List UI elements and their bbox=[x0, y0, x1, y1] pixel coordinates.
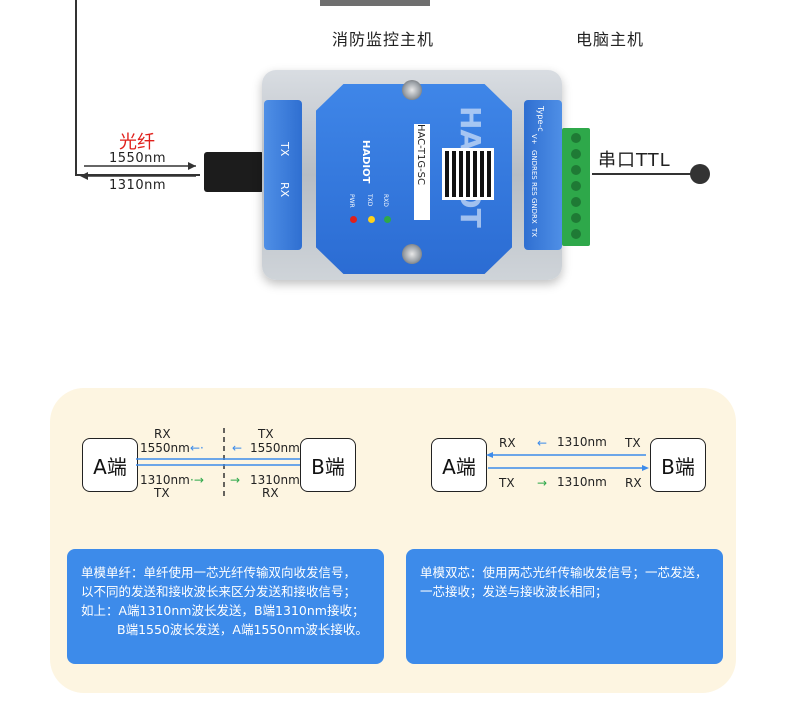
terminal-screws bbox=[571, 133, 581, 239]
pin-label: TX bbox=[530, 228, 538, 238]
single-top-right-wl: 1550nm bbox=[250, 441, 300, 455]
single-desc-line-2: 以不同的发送和接收波长来区分发送和接收信号； bbox=[81, 584, 357, 599]
dual-arrow-bottom: → bbox=[537, 476, 548, 490]
dual-bottom-rx: RX bbox=[625, 476, 642, 490]
left-rx-label: RX bbox=[278, 182, 291, 198]
dual-arrow-top: ← bbox=[537, 436, 548, 450]
single-b-end-box: B端 bbox=[300, 438, 356, 492]
single-fiber-description: 单模单纤：单纤使用一芯光纤传输双向收发信号， 以不同的发送和接收波长来区分发送和… bbox=[67, 549, 384, 664]
qr-code bbox=[442, 148, 494, 200]
single-bottom-right-rx: RX bbox=[262, 486, 279, 500]
type-c-label: Type-c bbox=[536, 106, 545, 132]
dual-b-end-box: B端 bbox=[650, 438, 706, 492]
single-arrow-top-right: ← bbox=[232, 441, 243, 455]
dual-bottom-wl: 1310nm bbox=[557, 475, 607, 489]
led-rxd bbox=[384, 216, 391, 223]
single-desc-line-1: 单模单纤：单纤使用一芯光纤传输双向收发信号， bbox=[81, 565, 357, 580]
single-top-right-tx: TX bbox=[258, 427, 274, 441]
led-txd-label: TXD bbox=[366, 194, 373, 207]
model-label: HAC-T1G-SC bbox=[415, 124, 426, 186]
dual-fiber-lines bbox=[486, 452, 649, 471]
dual-a-end-box: A端 bbox=[431, 438, 487, 492]
single-top-left-wl: 1550nm bbox=[140, 441, 190, 455]
screw-bottom bbox=[402, 244, 422, 264]
single-arrow-top-left: ←· bbox=[190, 441, 204, 455]
pc-host-label: 电脑主机 bbox=[576, 30, 645, 49]
single-divider bbox=[223, 428, 225, 500]
fire-host-label: 消防监控主机 bbox=[332, 30, 435, 49]
wire-serial-end bbox=[690, 164, 710, 184]
single-fiber-lines bbox=[136, 458, 300, 466]
fiber-arrowhead-left bbox=[80, 172, 88, 180]
pin-labels: V+ GND RES RES GND RX TX bbox=[530, 134, 556, 242]
dual-bottom-tx: TX bbox=[499, 476, 515, 490]
sc-fiber-connector bbox=[204, 152, 264, 192]
fiber-wavelength-1310: 1310nm bbox=[109, 178, 166, 193]
serial-ttl-label: 串口TTL bbox=[598, 150, 671, 171]
pin-label: V+ bbox=[530, 134, 538, 145]
single-desc-line-4: B端1550波长发送，A端1550nm波长接收。 bbox=[117, 622, 368, 637]
wiring-diagram bbox=[75, 0, 710, 184]
dual-top-wl: 1310nm bbox=[557, 435, 607, 449]
led-txd bbox=[368, 216, 375, 223]
device-left-panel: TX RX bbox=[264, 100, 302, 250]
dual-desc-line-1: 单模双芯：使用两芯光纤传输收发信号；一芯发送， bbox=[420, 565, 708, 580]
dual-top-rx: RX bbox=[499, 436, 516, 450]
model-plate: HAC-T1G-SC bbox=[414, 124, 430, 220]
single-top-left-rx: RX bbox=[154, 427, 171, 441]
single-desc-line-3: 如上：A端1310nm波长发送，B端1310nm接收； bbox=[81, 603, 365, 618]
device-right-panel: Type-c V+ GND RES RES GND RX TX bbox=[524, 100, 562, 250]
brand-small: HADIOT bbox=[360, 140, 371, 184]
dual-arrowhead-right bbox=[642, 465, 649, 471]
single-bottom-left-wl: 1310nm bbox=[140, 473, 190, 487]
host-plate bbox=[320, 0, 430, 6]
left-tx-label: TX bbox=[278, 142, 291, 157]
led-pwr-label: PWR bbox=[348, 194, 355, 208]
pin-label: RES bbox=[530, 182, 538, 196]
fiber-label: 光纤 bbox=[119, 132, 155, 153]
led-group: PWR TXD RXD bbox=[346, 194, 406, 232]
single-arrow-bottom-right: → bbox=[230, 473, 241, 487]
screw-top bbox=[402, 80, 422, 100]
dual-arrowhead-left bbox=[486, 452, 493, 458]
led-pwr bbox=[350, 216, 357, 223]
pin-label: GND bbox=[530, 198, 538, 215]
pin-label: RES bbox=[530, 166, 538, 180]
pin-label: RX bbox=[530, 214, 538, 224]
single-arrow-bottom-left: ·→ bbox=[190, 473, 204, 487]
single-bottom-right-wl: 1310nm bbox=[250, 473, 300, 487]
wire-fire-host bbox=[75, 0, 200, 176]
single-bottom-left-tx: TX bbox=[154, 486, 170, 500]
terminal-block bbox=[562, 128, 590, 246]
fiber-arrowhead-right bbox=[188, 162, 196, 170]
dual-desc-line-2: 一芯接收；发送与接收波长相同； bbox=[420, 584, 608, 599]
led-rxd-label: RXD bbox=[382, 194, 389, 207]
dual-top-tx: TX bbox=[625, 436, 641, 450]
single-a-end-box: A端 bbox=[82, 438, 138, 492]
pin-label: GND bbox=[530, 150, 538, 167]
fiber-wavelength-1550: 1550nm bbox=[109, 151, 166, 166]
dual-fiber-description: 单模双芯：使用两芯光纤传输收发信号；一芯发送， 一芯接收；发送与接收波长相同； bbox=[406, 549, 723, 664]
